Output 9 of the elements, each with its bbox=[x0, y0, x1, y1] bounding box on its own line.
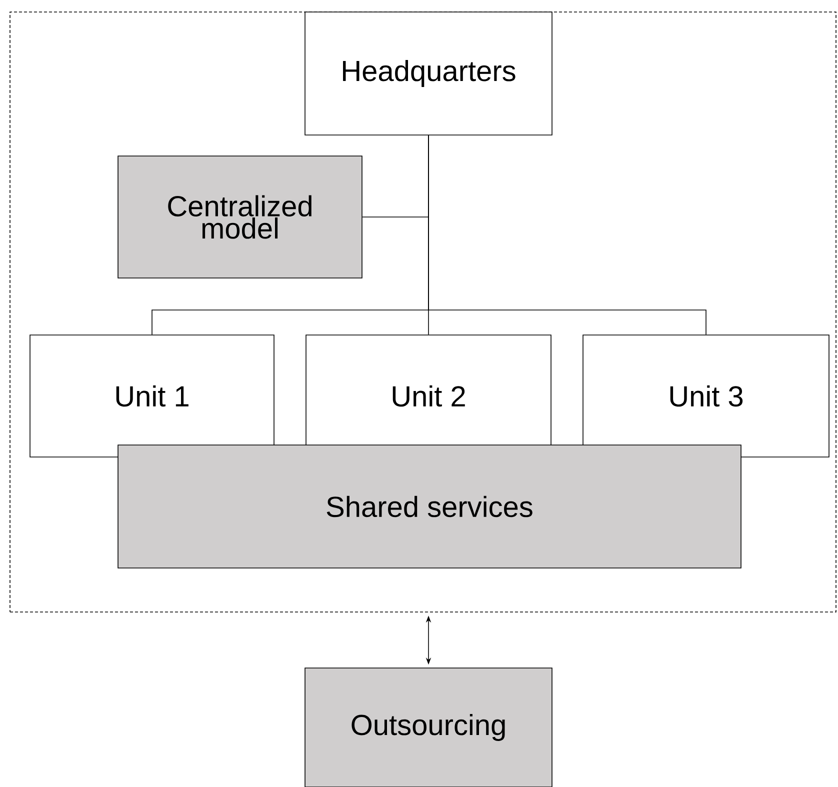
outsourcing-box: Outsourcing bbox=[304, 668, 552, 787]
model-box: Centralized model bbox=[118, 156, 362, 278]
unit-box: Unit 1 bbox=[30, 334, 274, 458]
services-bar: Shared services bbox=[118, 444, 742, 568]
dashed-frame bbox=[10, 12, 836, 612]
unit-box: Unit 2 bbox=[306, 334, 552, 458]
connector-line bbox=[428, 135, 706, 335]
org-box: Headquarters bbox=[304, 12, 552, 136]
unit-box: Unit 3 bbox=[582, 334, 830, 458]
